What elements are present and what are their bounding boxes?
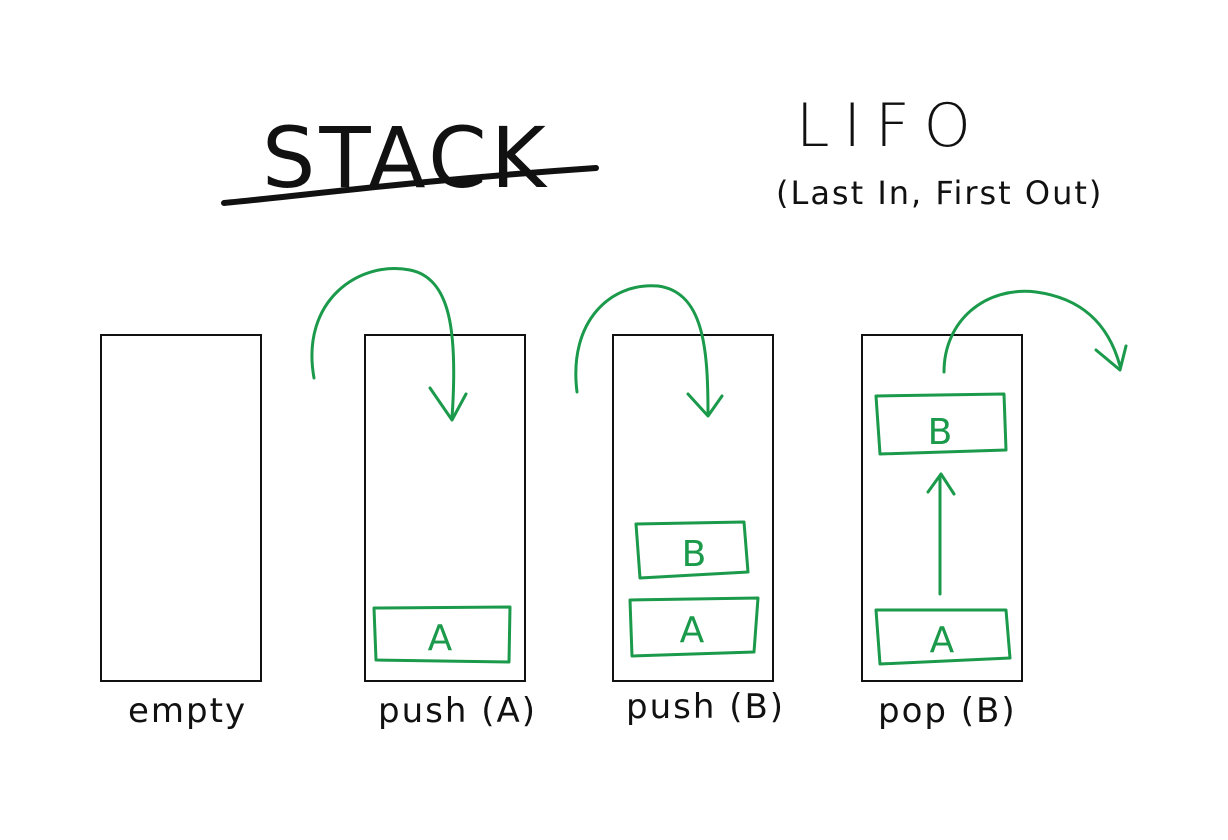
push-arrow-a bbox=[310, 267, 456, 420]
acronym-expansion: (Last In, First Out) bbox=[776, 174, 1103, 212]
stack-label-empty: empty bbox=[128, 691, 247, 731]
svg-text:A: A bbox=[680, 610, 705, 651]
stack-label-push-a: push (A) bbox=[378, 691, 537, 731]
stack-item-a: A bbox=[628, 596, 760, 658]
svg-text:A: A bbox=[930, 620, 955, 661]
pop-arrowhead bbox=[1094, 344, 1128, 372]
stack-container-push-a bbox=[364, 334, 526, 682]
acronym: LIFO bbox=[796, 91, 985, 161]
svg-text:A: A bbox=[428, 618, 453, 659]
push-arrow-b bbox=[574, 284, 710, 416]
title-underline bbox=[221, 165, 599, 206]
move-up-arrowhead bbox=[926, 472, 956, 496]
stack-container-empty bbox=[100, 334, 262, 682]
stack-item-b: B bbox=[634, 520, 750, 580]
title: STACK bbox=[262, 109, 550, 207]
push-arrowhead-b bbox=[686, 392, 724, 418]
stack-container-pop-b bbox=[861, 334, 1023, 682]
stack-label-push-b: push (B) bbox=[626, 687, 785, 727]
stack-item-a: A bbox=[372, 605, 512, 664]
stack-label-pop-b: pop (B) bbox=[878, 691, 1017, 731]
stack-item-a: A bbox=[874, 608, 1012, 666]
push-arrowhead-a bbox=[428, 386, 468, 422]
svg-text:B: B bbox=[682, 534, 707, 575]
svg-text:B: B bbox=[928, 412, 953, 453]
stack-container-push-b bbox=[612, 334, 774, 682]
pop-arrow bbox=[942, 289, 1122, 374]
stack-item-b: B bbox=[874, 392, 1008, 456]
